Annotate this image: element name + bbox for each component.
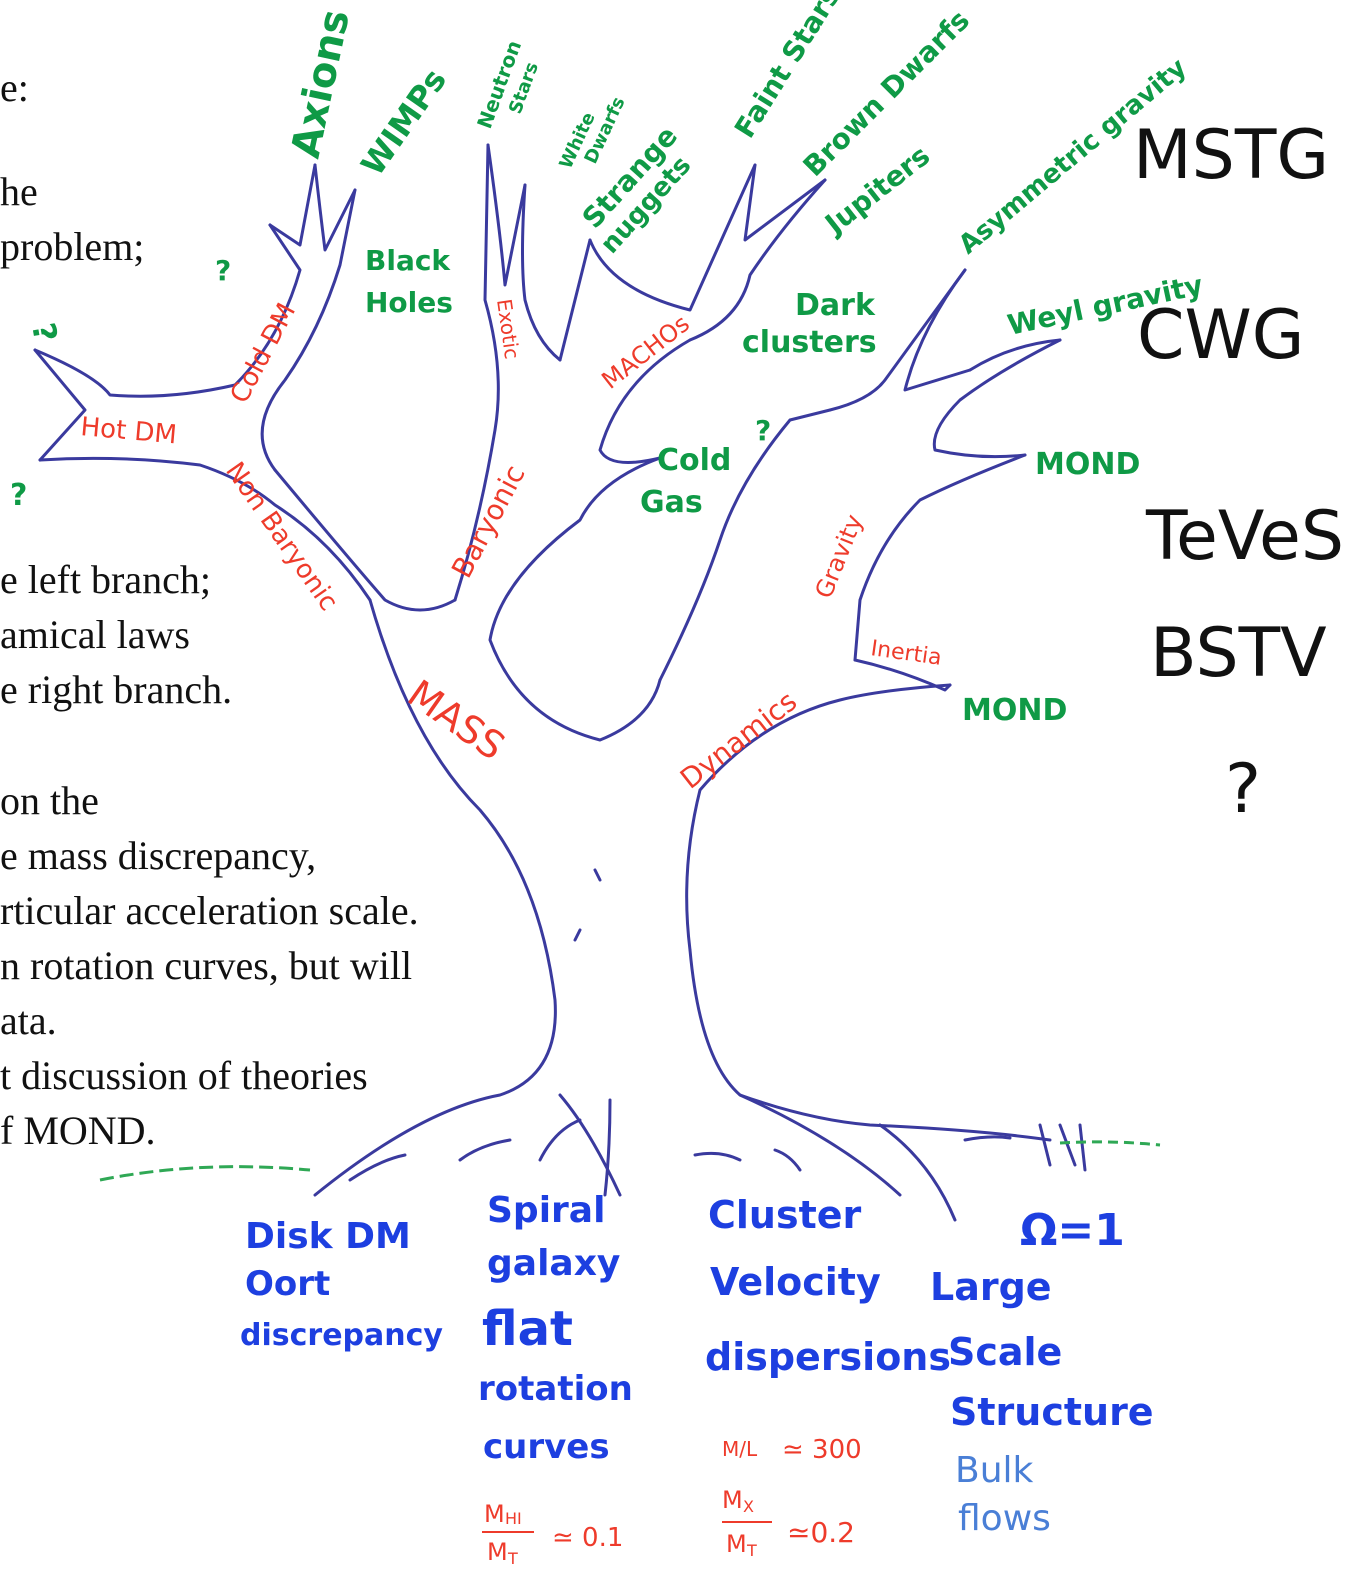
root-spiral-line-5: curves bbox=[483, 1427, 610, 1467]
question-mark-3: ? bbox=[10, 478, 27, 513]
leaf-wimps: WIMPs bbox=[353, 62, 454, 183]
root-lss-line-1: Large bbox=[930, 1265, 1052, 1309]
root-lss-line-5: flows bbox=[958, 1498, 1051, 1539]
root-disk-line-3: discrepancy bbox=[240, 1318, 443, 1353]
question-mark-1: ? bbox=[215, 254, 231, 287]
label-hot-dm: Hot DM bbox=[79, 412, 178, 450]
theory-teves: TeVeS bbox=[1146, 497, 1345, 576]
leaf-weyl-gravity: Weyl gravity bbox=[1005, 268, 1206, 342]
root-spiral-line-1: Spiral bbox=[487, 1190, 605, 1231]
theory-unknown: ? bbox=[1225, 750, 1262, 829]
side-text-line-10: n rotation curves, but will bbox=[0, 943, 413, 988]
side-text-line-5: amical laws bbox=[0, 612, 190, 657]
spiral-ratio-denominator: M bbox=[487, 1538, 508, 1566]
root-spiral-line-2: galaxy bbox=[487, 1243, 620, 1284]
side-text-line-11: ata. bbox=[0, 998, 57, 1043]
question-mark-2: ? bbox=[24, 320, 65, 345]
tree-outline bbox=[33, 143, 1087, 1222]
cluster-mass-to-light-value: ≃ 300 bbox=[782, 1435, 862, 1465]
root-omega: Ω=1 bbox=[1020, 1205, 1125, 1256]
side-text-line-13: f MOND. bbox=[0, 1108, 156, 1153]
label-dynamics: Dynamics bbox=[674, 685, 803, 796]
spiral-ratio-denominator-sub: T bbox=[507, 1549, 518, 1568]
side-text-line-12: t discussion of theories bbox=[0, 1053, 368, 1098]
cluster-ratio-numerator: M bbox=[722, 1486, 743, 1514]
side-text-line-3: problem; bbox=[0, 224, 145, 269]
label-non-baryonic: Non Baryonic bbox=[219, 457, 343, 617]
root-lss-line-3: Structure bbox=[950, 1390, 1154, 1434]
label-machos: MACHOs bbox=[596, 309, 694, 394]
leaf-faint-stars: Faint Stars bbox=[728, 0, 847, 144]
cluster-ratio-denominator-sub: T bbox=[746, 1541, 757, 1560]
leaf-black-holes-line-1: Black bbox=[365, 244, 451, 277]
leaf-axions: Axions bbox=[283, 6, 359, 163]
leaf-cold-gas-line-2: Gas bbox=[640, 485, 703, 520]
ground-line-right bbox=[1059, 1140, 1161, 1147]
side-text-line-2: he bbox=[0, 169, 38, 214]
cluster-ratio-denominator: M bbox=[726, 1530, 747, 1558]
ground-line-left bbox=[99, 1165, 311, 1182]
spiral-ratio-numerator-sub: HI bbox=[505, 1509, 522, 1528]
leaf-dark-clusters-line-1: Dark bbox=[795, 288, 876, 323]
side-text-line-1: e: bbox=[0, 65, 29, 110]
cluster-ratio-value: ≃0.2 bbox=[787, 1516, 855, 1549]
theory-cwg: CWG bbox=[1137, 296, 1305, 375]
theory-mstg: MSTG bbox=[1133, 116, 1330, 195]
leaf-asymmetric-gravity: Asymmetric gravity bbox=[953, 53, 1192, 261]
root-spiral-line-4: rotation bbox=[478, 1369, 633, 1409]
leaf-mond-inertia: MOND bbox=[962, 693, 1067, 728]
spiral-ratio-numerator: M bbox=[484, 1500, 505, 1528]
cluster-ratios: M/L ≃ 300 M X M T ≃0.2 bbox=[722, 1435, 862, 1560]
theory-bstv: BSTV bbox=[1150, 614, 1327, 693]
root-cluster-line-1: Cluster bbox=[708, 1193, 862, 1237]
side-text-line-4: e left branch; bbox=[0, 557, 211, 602]
leaf-cold-gas-line-1: Cold bbox=[657, 443, 731, 478]
side-text-line-9: rticular acceleration scale. bbox=[0, 888, 419, 933]
label-cold-dm: Cold DM bbox=[225, 298, 302, 408]
root-disk-line-2: Oort bbox=[245, 1264, 330, 1304]
side-text-line-7: on the bbox=[0, 778, 99, 823]
root-cluster-line-3: dispersions bbox=[705, 1335, 951, 1379]
side-text-line-6: e right branch. bbox=[0, 667, 233, 712]
question-mark-4: ? bbox=[755, 414, 771, 447]
spiral-ratio-value: ≃ 0.1 bbox=[552, 1523, 623, 1553]
side-text-line-8: e mass discrepancy, bbox=[0, 833, 317, 878]
leaf-dark-clusters-line-2: clusters bbox=[742, 325, 877, 360]
cluster-ratio-numerator-sub: X bbox=[743, 1497, 754, 1516]
cluster-mass-to-light: M/L bbox=[722, 1437, 758, 1461]
root-disk-line-1: Disk DM bbox=[245, 1216, 411, 1257]
root-lss-line-4: Bulk bbox=[955, 1450, 1034, 1491]
label-gravity: Gravity bbox=[810, 510, 869, 602]
root-lss-line-2: Scale bbox=[948, 1330, 1062, 1374]
root-spiral-line-3: flat bbox=[482, 1301, 573, 1357]
leaf-mond-gravity: MOND bbox=[1035, 447, 1140, 482]
label-baryonic: Baryonic bbox=[445, 460, 532, 584]
leaf-black-holes-line-2: Holes bbox=[365, 286, 453, 319]
spiral-mass-ratio: M HI M T ≃ 0.1 bbox=[482, 1500, 623, 1568]
root-cluster-line-2: Velocity bbox=[710, 1260, 881, 1304]
